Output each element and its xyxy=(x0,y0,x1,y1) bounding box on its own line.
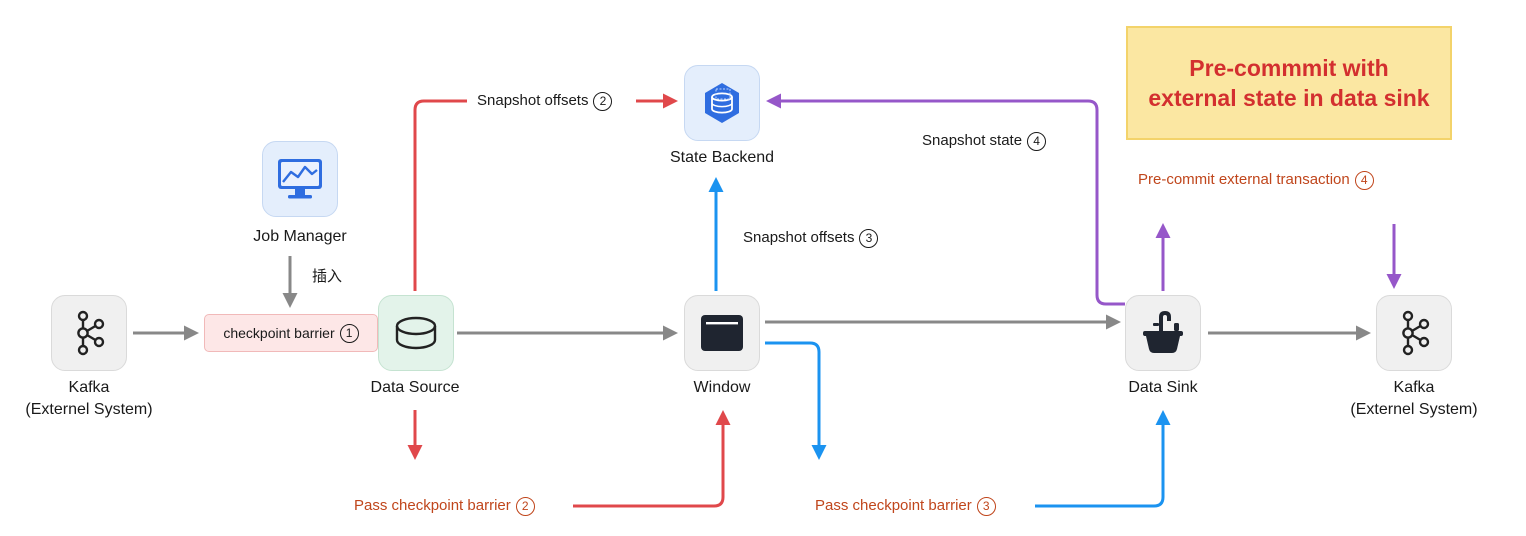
kafka-in-label: Kafka (Externel System) xyxy=(25,379,153,418)
pass-barrier-window-text: Pass checkpoint barrier xyxy=(815,497,972,514)
data-sink-node[interactable] xyxy=(1125,295,1201,371)
diagram-title: Pre-commmit with external state in data … xyxy=(1126,26,1452,140)
state-backend-label: State Backend xyxy=(669,149,775,166)
arrow-source-snapshot xyxy=(413,99,467,291)
step-number-badge: 4 xyxy=(1354,170,1374,190)
snapshot-offsets-source-text: Snapshot offsets xyxy=(477,92,589,109)
step-number-badge: 2 xyxy=(593,91,613,111)
sink-faucet-icon xyxy=(1143,311,1183,353)
pre-commit-text: Pre-commit external transaction xyxy=(1138,171,1350,188)
step-number-badge: 3 xyxy=(859,228,879,248)
kafka-in-node[interactable] xyxy=(51,295,127,371)
step-number-badge: 3 xyxy=(976,496,996,516)
arrow-window-pass-down xyxy=(765,341,827,460)
kafka-out-node[interactable] xyxy=(1376,295,1452,371)
window-label: Window xyxy=(693,379,751,396)
step-number-badge: 1 xyxy=(339,323,359,343)
database-icon xyxy=(395,316,437,350)
arrow-pass-to-window xyxy=(573,410,731,508)
insert-label: 插入 xyxy=(312,268,343,285)
step-number-badge: 4 xyxy=(1027,131,1047,151)
snapshot-offsets-window-text: Snapshot offsets xyxy=(743,229,855,246)
kafka-icon xyxy=(1402,310,1430,356)
checkpoint-barrier-box[interactable]: checkpoint barrier 1 xyxy=(204,314,378,352)
data-sink-label: Data Sink xyxy=(1128,379,1198,396)
snapshot-state-text: Snapshot state xyxy=(922,132,1023,149)
window-icon xyxy=(701,315,743,351)
storage-cube-icon xyxy=(705,83,739,123)
kafka-icon xyxy=(77,310,105,356)
pass-barrier-source-text: Pass checkpoint barrier xyxy=(354,497,511,514)
data-source-node[interactable] xyxy=(378,295,454,371)
arrow-sink-to-backend xyxy=(766,93,1125,306)
monitor-chart-icon xyxy=(278,159,322,199)
data-source-label: Data Source xyxy=(370,379,460,396)
state-backend-node[interactable] xyxy=(684,65,760,141)
arrow-pass-to-sink xyxy=(1035,410,1171,508)
step-number-badge: 2 xyxy=(515,496,535,516)
job-manager-node[interactable] xyxy=(262,141,338,217)
job-manager-label: Job Manager xyxy=(253,228,347,245)
checkpoint-barrier-text: checkpoint barrier xyxy=(223,325,335,341)
kafka-out-label: Kafka (Externel System) xyxy=(1350,379,1478,418)
window-node[interactable] xyxy=(684,295,760,371)
